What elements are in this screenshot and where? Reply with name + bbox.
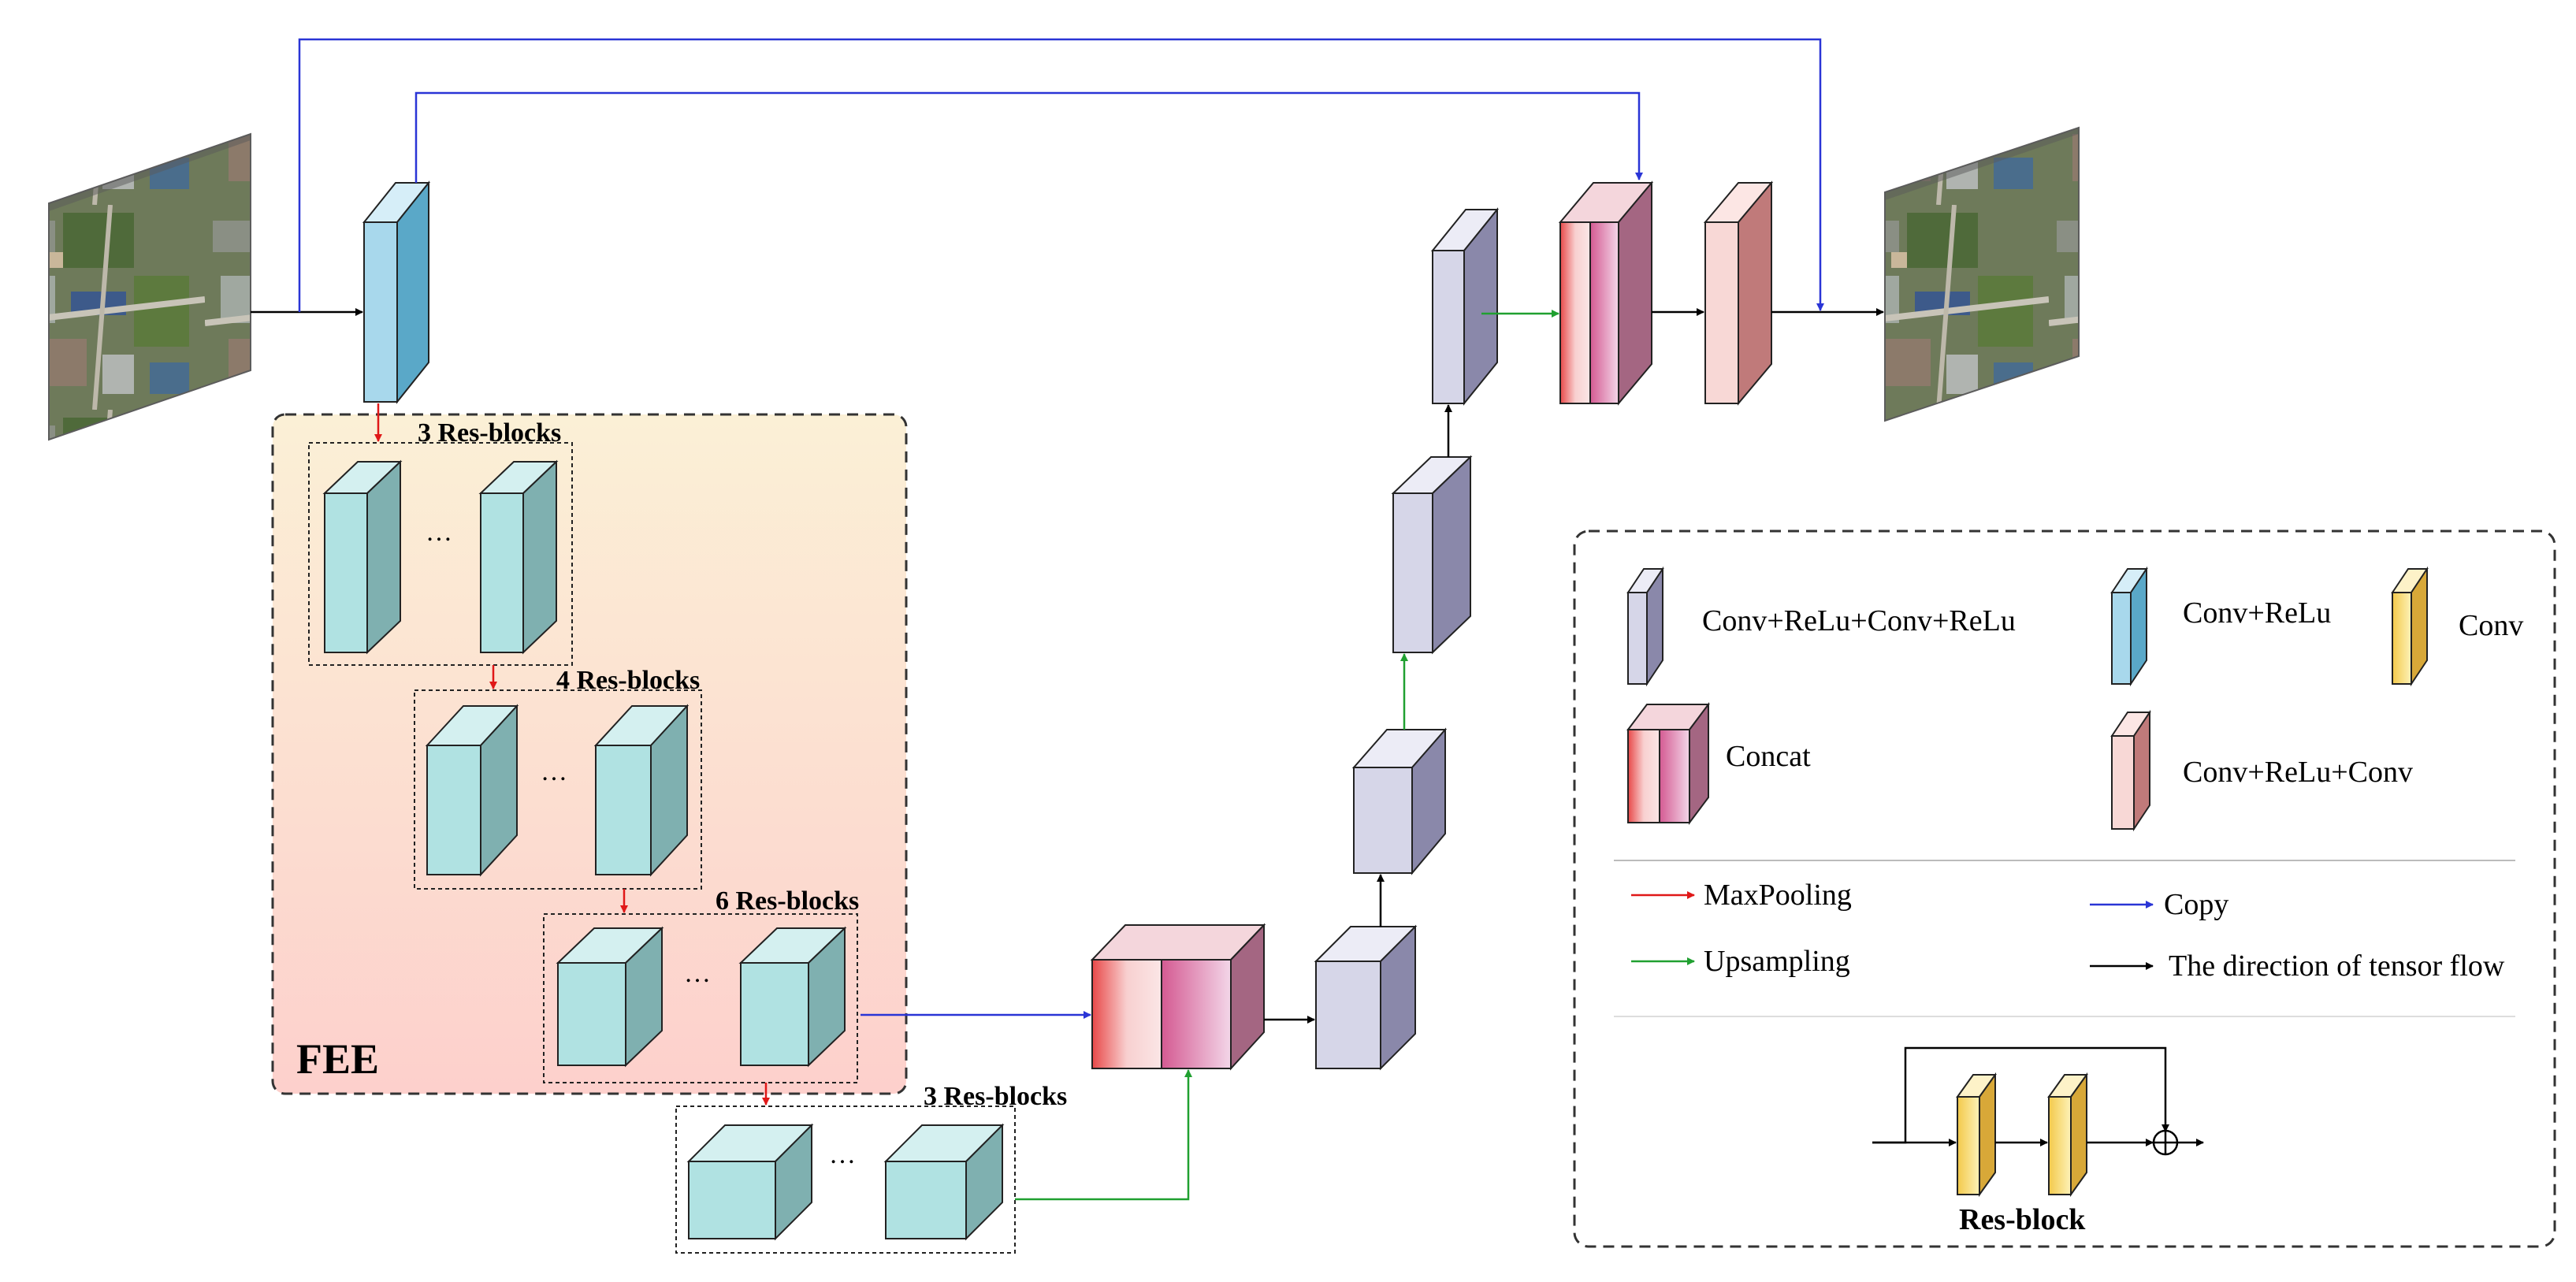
- double-conv-block: [1430, 207, 1500, 406]
- maxpool-arrows: [374, 403, 770, 1105]
- conv-relu-conv-block: [1703, 180, 1774, 406]
- add-icon: [2152, 1129, 2179, 1156]
- legend-upsample-label: Upsampling: [1704, 945, 1850, 978]
- output-image: [1884, 126, 2080, 422]
- legend-conv-relu-conv-label: Conv+ReLu+Conv: [2183, 756, 2413, 789]
- legend-box: [1573, 530, 2556, 1248]
- legend-flow-label: The direction of tensor flow: [2169, 949, 2505, 983]
- res-block-cube: [593, 704, 690, 877]
- res-block-cube: [883, 1123, 1005, 1241]
- double-conv-block: [1391, 455, 1473, 655]
- double-conv-block: [1314, 924, 1418, 1071]
- res-block-cube: [322, 459, 403, 655]
- double-conv-block: [1351, 727, 1448, 875]
- ellipsis: …: [684, 959, 711, 988]
- res-group-3-label: 6 Res-blocks: [716, 886, 859, 916]
- legend-double-conv-icon: [1626, 566, 1664, 687]
- res-block-conv-icon: [1956, 1072, 1997, 1198]
- concat-block-large: [1090, 923, 1266, 1071]
- legend-maxpool-label: MaxPooling: [1704, 879, 1852, 912]
- concat-block-top: [1558, 180, 1654, 406]
- conv-relu-block: [362, 180, 431, 404]
- fee-region: [271, 413, 908, 1095]
- input-image: [48, 132, 251, 441]
- res-block-cube: [738, 926, 847, 1068]
- res-block-schematic: [1872, 1046, 2204, 1198]
- res-block-cube: [556, 926, 664, 1068]
- legend-concat-label: Concat: [1726, 740, 1811, 773]
- flow-arrows: [251, 308, 1884, 1024]
- legend-conv-relu-label: Conv+ReLu: [2183, 596, 2331, 630]
- legend-copy-label: Copy: [2164, 888, 2228, 921]
- ellipsis: …: [829, 1140, 856, 1169]
- upsample-arrows: [1015, 310, 1559, 1201]
- legend-res-block-label: Res-block: [1959, 1203, 2086, 1236]
- legend-conv-relu-icon: [2110, 566, 2148, 687]
- legend-conv-label: Conv: [2459, 609, 2523, 642]
- res-block-cube: [425, 704, 519, 877]
- copy-arrows: [298, 38, 1824, 1019]
- ellipsis: …: [541, 757, 567, 786]
- res-group-3-box: [543, 913, 858, 1083]
- res-block-cube: [686, 1123, 814, 1241]
- legend-conv-icon: [2391, 566, 2429, 687]
- res-block-conv-icon: [2047, 1072, 2088, 1198]
- legend-double-conv-label: Conv+ReLu+Conv+ReLu: [1702, 604, 2016, 637]
- res-group-1-label: 3 Res-blocks: [418, 418, 561, 448]
- res-group-4-box: [675, 1105, 1016, 1254]
- res-group-1-box: [308, 442, 573, 666]
- res-block-cube: [478, 459, 559, 655]
- res-group-2-box: [414, 689, 702, 890]
- legend-concat-icon: [1626, 702, 1710, 825]
- ellipsis: …: [426, 518, 452, 547]
- res-group-2-label: 4 Res-blocks: [556, 666, 700, 695]
- fee-label: FEE: [296, 1035, 379, 1083]
- res-group-4-label: 3 Res-blocks: [924, 1082, 1067, 1111]
- legend-conv-relu-conv-icon: [2110, 709, 2151, 832]
